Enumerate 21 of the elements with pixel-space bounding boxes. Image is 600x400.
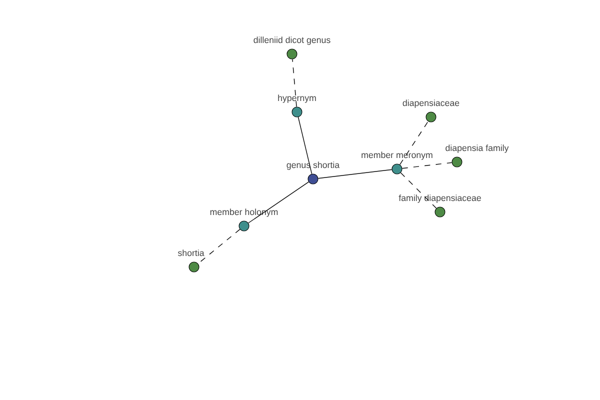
graph-node: shortia — [178, 250, 204, 272]
connector-line — [248, 182, 309, 224]
connector-line — [318, 169, 392, 179]
graph-node: diapensiaceae — [402, 100, 460, 122]
node-label: dilleniid dicot genus — [254, 36, 330, 45]
graph-node: family diapensiaceae — [398, 194, 481, 218]
connector-line — [292, 58, 297, 108]
connector-line — [198, 228, 240, 264]
graph-node: member meronym — [362, 152, 432, 174]
node-label: hypernym — [278, 94, 316, 103]
graph-node: dilleniid dicot genus — [254, 36, 330, 60]
connector-line — [400, 172, 437, 209]
node-label: family diapensiaceae — [398, 194, 481, 203]
node-label: member meronym — [362, 152, 432, 160]
graph-node: diapensia family — [446, 144, 509, 168]
graph-node: hypernym — [278, 94, 316, 118]
connector-line — [400, 121, 428, 165]
node-label: shortia — [178, 250, 204, 256]
node-label: diapensia family — [446, 144, 509, 153]
node-label: diapensiaceae — [402, 100, 460, 108]
connector-line — [402, 162, 452, 169]
